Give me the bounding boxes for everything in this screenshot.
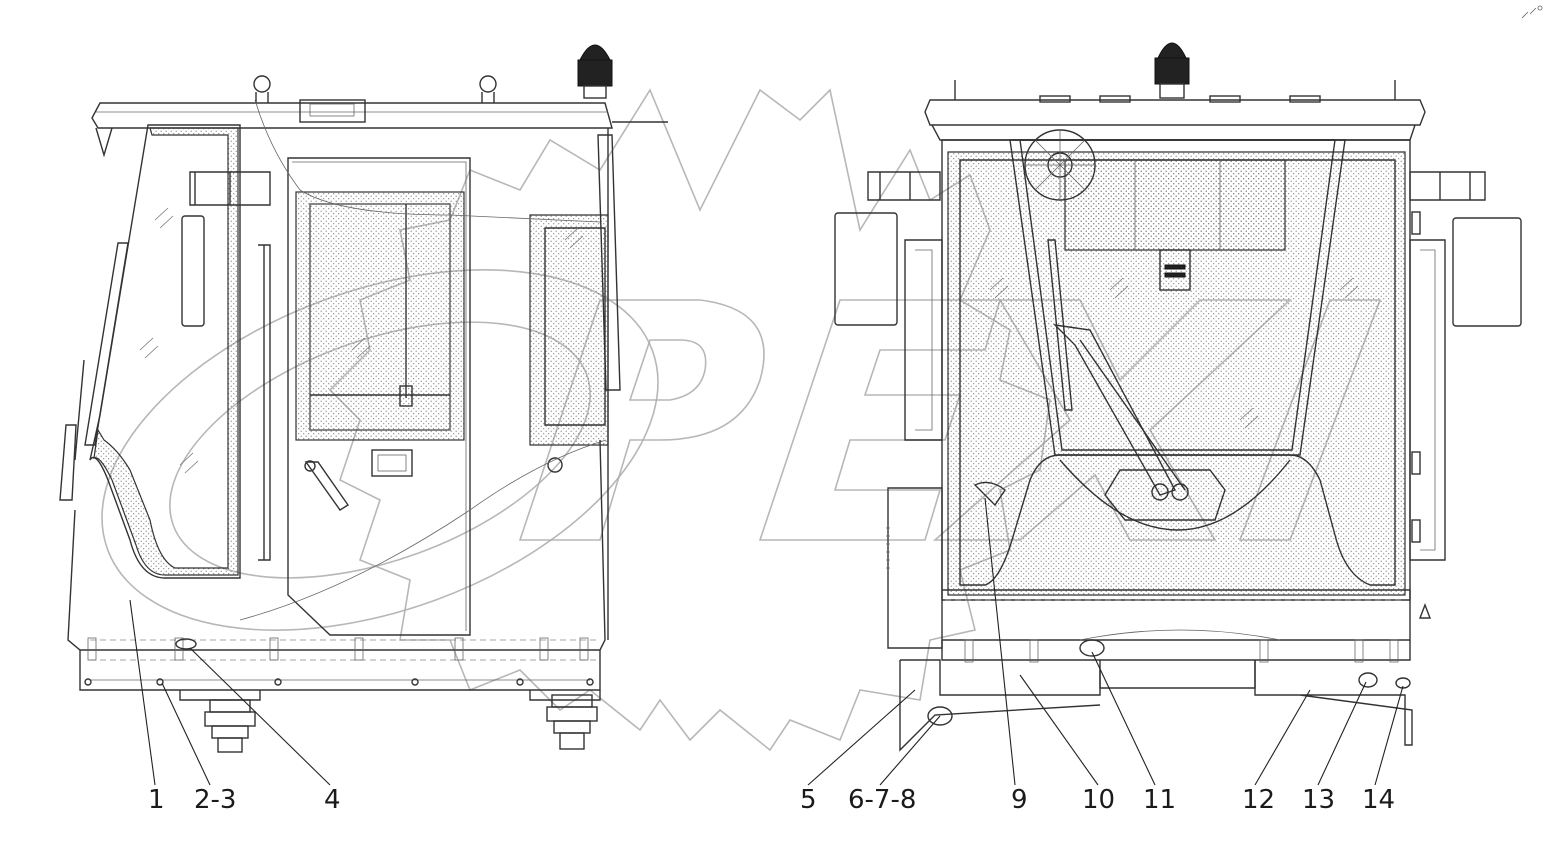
callout-labels: 1 2-3 4 5 6-7-8 9 10 11 12 13 14	[148, 785, 1395, 815]
mount-left	[179, 690, 261, 753]
beacon-lamp-front	[1154, 42, 1190, 99]
callout-1: 1	[148, 785, 165, 815]
beacon-lamp-side	[577, 44, 613, 99]
corner-mark	[1521, 5, 1543, 19]
callout-13: 13	[1302, 785, 1335, 815]
callout-5: 5	[800, 785, 817, 815]
side-mirror-right	[1409, 171, 1522, 561]
cab-front-view	[834, 42, 1522, 752]
callout-12: 12	[1242, 785, 1275, 815]
bottom-bolts-front	[964, 639, 1399, 663]
cab-side-view	[59, 44, 668, 753]
side-mirror-left	[834, 171, 943, 441]
callout-9: 9	[1011, 785, 1028, 815]
callout-10: 10	[1082, 785, 1115, 815]
leader-lines	[129, 497, 1404, 786]
bottom-bolts-side	[87, 637, 589, 661]
callout-14: 14	[1362, 785, 1395, 815]
callout-11: 11	[1143, 785, 1176, 815]
callout-2-3: 2-3	[194, 785, 236, 815]
mount-right	[529, 690, 601, 750]
callout-6-7-8: 6-7-8	[848, 785, 916, 815]
callout-4: 4	[324, 785, 341, 815]
